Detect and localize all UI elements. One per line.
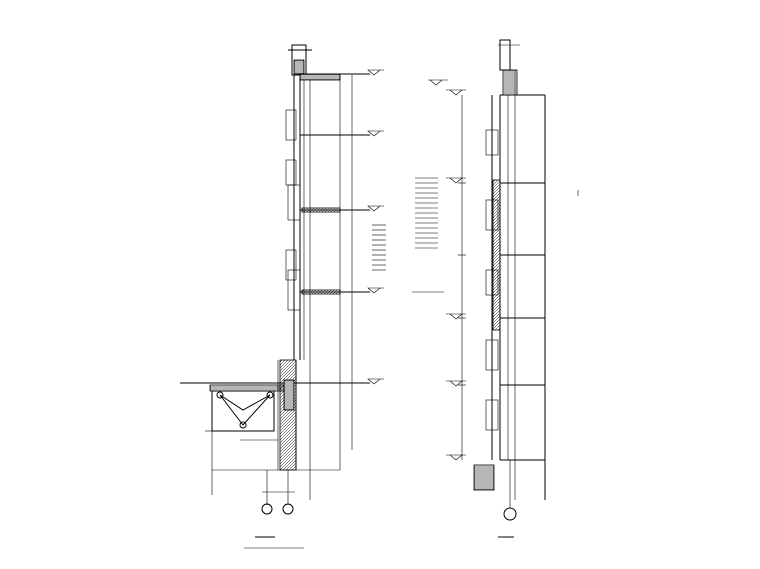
axis-bubble-3 <box>503 507 517 521</box>
right-wall-section <box>412 39 579 538</box>
axis-bubble-1 <box>261 503 273 515</box>
axis-bubble-2 <box>282 503 294 515</box>
right-notes <box>412 177 444 293</box>
left-notes <box>372 224 386 271</box>
left-wall-section <box>180 44 386 549</box>
